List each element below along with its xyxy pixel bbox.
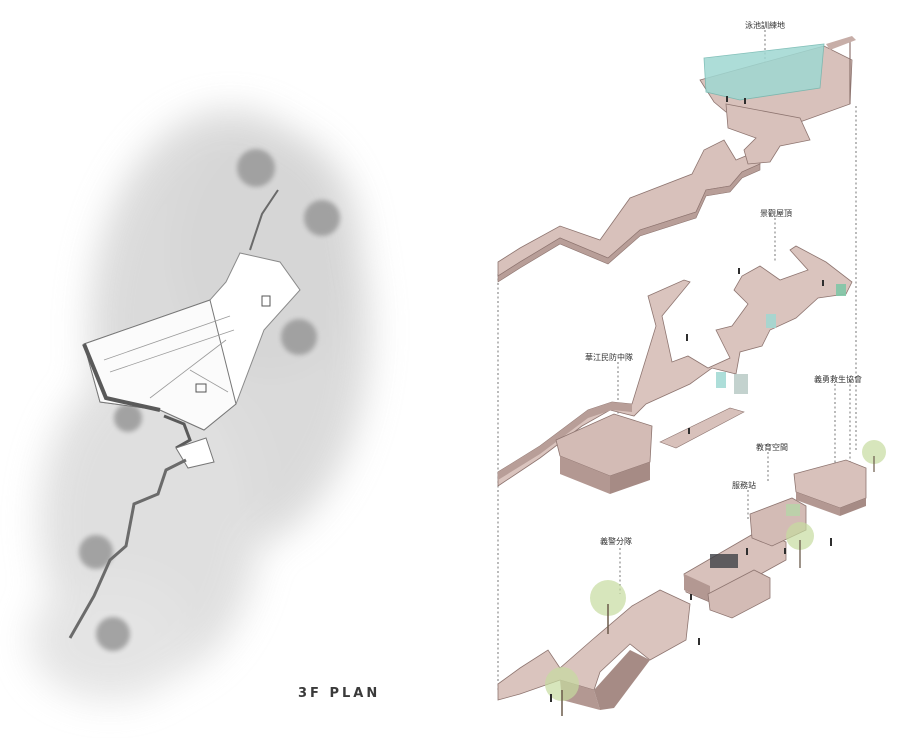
level-pool — [497, 36, 856, 283]
label-pool: 泳池訓練地 — [745, 21, 785, 30]
axon-trees — [545, 440, 886, 716]
label-police: 義警分隊 — [600, 537, 632, 546]
person-icon — [744, 98, 746, 104]
tree-icon — [786, 522, 814, 568]
tree-icon — [862, 440, 886, 472]
label-volunteer-fire: 義勇救生協會 — [814, 375, 862, 384]
label-community: 服務站 — [732, 481, 756, 490]
person-icon — [738, 268, 740, 274]
label-civil-defense: 華江民防中隊 — [585, 353, 633, 362]
floor-plan — [30, 110, 370, 700]
tree-icon — [590, 580, 626, 634]
level-lower — [497, 459, 867, 710]
tree-icon — [114, 404, 142, 432]
tree-icon — [237, 149, 275, 187]
plan-trees — [79, 149, 340, 651]
level-middle — [497, 245, 853, 494]
tree-icon — [281, 319, 317, 355]
person-icon — [784, 548, 786, 554]
axonometric-diagram — [497, 30, 886, 716]
person-icon — [830, 538, 832, 546]
plan-title: 3F PLAN — [298, 686, 381, 701]
tree-icon — [304, 200, 340, 236]
person-icon — [726, 96, 728, 102]
tree-icon — [96, 617, 130, 651]
person-icon — [550, 694, 552, 702]
person-icon — [746, 548, 748, 555]
person-icon — [688, 428, 690, 434]
person-icon — [690, 594, 692, 600]
person-icon — [822, 280, 824, 286]
tree-icon — [545, 667, 579, 716]
label-roof-garden: 景觀屋頂 — [760, 209, 792, 218]
person-icon — [686, 334, 688, 341]
label-education: 教育空間 — [756, 443, 788, 452]
plan-ramp — [68, 458, 187, 639]
people-figures — [550, 96, 832, 702]
person-icon — [698, 638, 700, 645]
tree-icon — [79, 535, 113, 569]
